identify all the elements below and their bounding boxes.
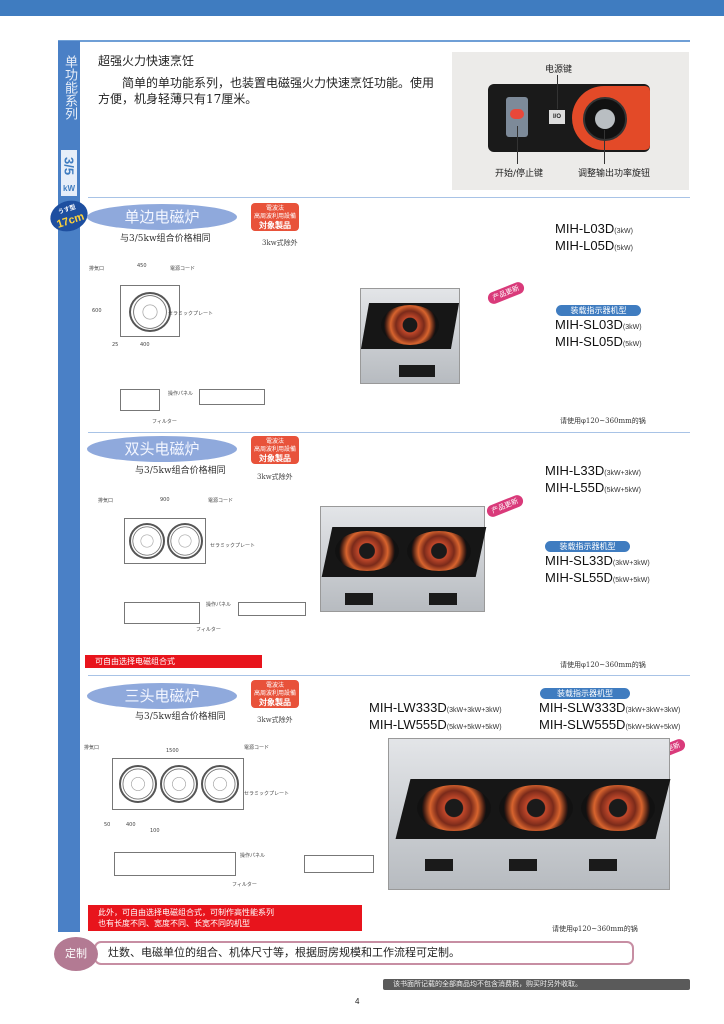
power-key-icon: I/O [549,110,565,124]
new-product-badge: 产品更新 [485,493,525,519]
output-knob-icon [583,97,627,141]
stamp-note: 3kw式除外 [257,716,293,724]
double-cooker-image [320,506,487,612]
side-view-drawing [199,389,265,405]
drawing-dimension: 400 [126,822,136,828]
side-view-drawing [304,855,374,873]
page-number: 4 [355,997,360,1006]
radio-law-stamp: 電波法高周波利用設備対象製品 [251,680,299,708]
indicator-model-list: MIH-SL33D(3kW+3kW) MIH-SL55D(5kW+5kW) [545,553,650,585]
drawing-label: フィルター [232,882,257,888]
drawing-label: 排気口 [98,498,114,504]
power-badge: 3/5 kW [61,150,77,196]
section-title-double: 双头电磁炉 [87,436,237,462]
drawing-label: 操作パネル [206,602,232,608]
top-view-drawing [124,518,206,564]
drawing-dimension: 1500 [166,748,179,754]
radio-law-stamp: 電波法高周波利用設備対象製品 [251,203,299,231]
intro-heading: 超强火力快速烹饪 [98,54,195,68]
pot-note: 请使用φ120~360mm的锅 [560,661,646,669]
top-view-drawing [112,758,244,810]
drawing-label: 電源コード [244,745,270,751]
power-value: 3/5 [61,156,77,176]
drawing-label: 操作パネル [168,391,194,397]
stamp-note: 3kw式除外 [257,473,293,481]
drawing-label: セラミックプレート [244,791,290,797]
section-divider [88,432,690,433]
leader-line [604,130,605,164]
model-list: MIH-L03D(3kW) MIH-L05D(5kW) [555,221,633,253]
drawing-label: 電源コード [170,266,196,272]
start-stop-key-label: 开始/停止键 [495,169,544,179]
output-knob-label: 调整输出功率旋钮 [578,169,651,179]
drawing-dimension: 450 [137,263,147,269]
drawing-dimension: 600 [92,308,102,314]
power-key-label: 电源键 [545,65,573,75]
new-product-badge: 产品更新 [486,280,526,306]
combo-note: 此外，可自由选择电磁组合式，可制作高性能系列 也有长度不同、宽度不同、长宽不同的… [88,905,362,931]
drawing-label: フィルター [196,627,221,633]
sidebar-title: 单功能系列 [62,54,77,120]
side-view-drawing [238,602,306,616]
radio-law-stamp: 電波法高周波利用設備対象製品 [251,436,299,464]
section-divider [88,675,690,676]
drawing-dimension: 400 [140,342,150,348]
drawing-label: セラミックプレート [210,543,256,549]
front-view-drawing [120,389,160,411]
combo-note-line: 也有长度不同、宽度不同、长宽不同的机型 [98,919,250,928]
section-subtitle: 与3/5kw组合价格相同 [120,234,211,244]
single-cooker-image [360,288,460,384]
drawing-label: 排気口 [84,745,100,751]
section-title-triple: 三头电磁炉 [87,683,237,709]
leader-line [517,126,518,164]
drawing-dimension: 900 [160,497,170,503]
drawing-label: 排気口 [89,266,105,272]
pot-note: 请使用φ120~360mm的锅 [560,417,646,425]
power-unit: kW [63,184,75,193]
indicator-model-list: MIH-SLW333D(3kW+3kW+3kW) MIH-SLW555D(5kW… [539,700,681,732]
sidebar [58,41,80,932]
header-divider [58,40,690,42]
indicator-tag: 装载指示器机型 [545,541,630,552]
pot-note: 请使用φ120~360mm的锅 [552,925,638,933]
start-stop-key-icon [506,97,528,137]
drawing-dimension: 100 [150,828,160,834]
triple-cooker-image [388,738,671,890]
drawing-label: フィルター [152,419,177,425]
intro-body: 简单的单功能系列，也装置电磁强火力快速烹饪功能。使用方便，机身轻薄只有17厘米。 [98,76,435,106]
section-title-single: 单边电磁炉 [87,204,237,230]
drawing-dimension: 25 [112,342,119,348]
model-list: MIH-LW333D(3kW+3kW+3kW) MIH-LW555D(5kW+5… [369,700,502,732]
combo-note: 可自由选择电磁组合式 [85,655,262,668]
indicator-model-list: MIH-SL03D(3kW) MIH-SL05D(5kW) [555,317,642,349]
custom-label: 定制 [54,937,98,971]
drawing-label: 操作パネル [240,853,266,859]
indicator-tag: 装载指示器机型 [556,305,641,316]
drawing-label: 電源コード [208,498,234,504]
tax-note: 该书面所记载的全部商品均不包含消费税，购买时另外收取。 [383,979,690,990]
drawing-dimension: 50 [104,822,111,828]
indicator-tag: 装载指示器机型 [540,688,630,699]
section-subtitle: 与3/5kw组合价格相同 [135,466,226,476]
model-list: MIH-L33D(3kW+3kW) MIH-L55D(5kW+5kW) [545,463,641,495]
top-banner [0,0,724,16]
leader-line [557,75,558,109]
front-view-drawing [114,852,236,876]
drawing-label: セラミックプレート [168,311,214,317]
custom-text: 灶数、电磁单位的组合、机体尺寸等，根据厨房规模和工作流程可定制。 [94,941,634,965]
stamp-note: 3kw式除外 [262,239,298,247]
section-divider [88,197,690,198]
combo-note-line: 此外，可自由选择电磁组合式，可制作高性能系列 [98,908,274,917]
top-view-drawing [120,285,180,337]
section-subtitle: 与3/5kw组合价格相同 [135,712,226,722]
front-view-drawing [124,602,200,624]
